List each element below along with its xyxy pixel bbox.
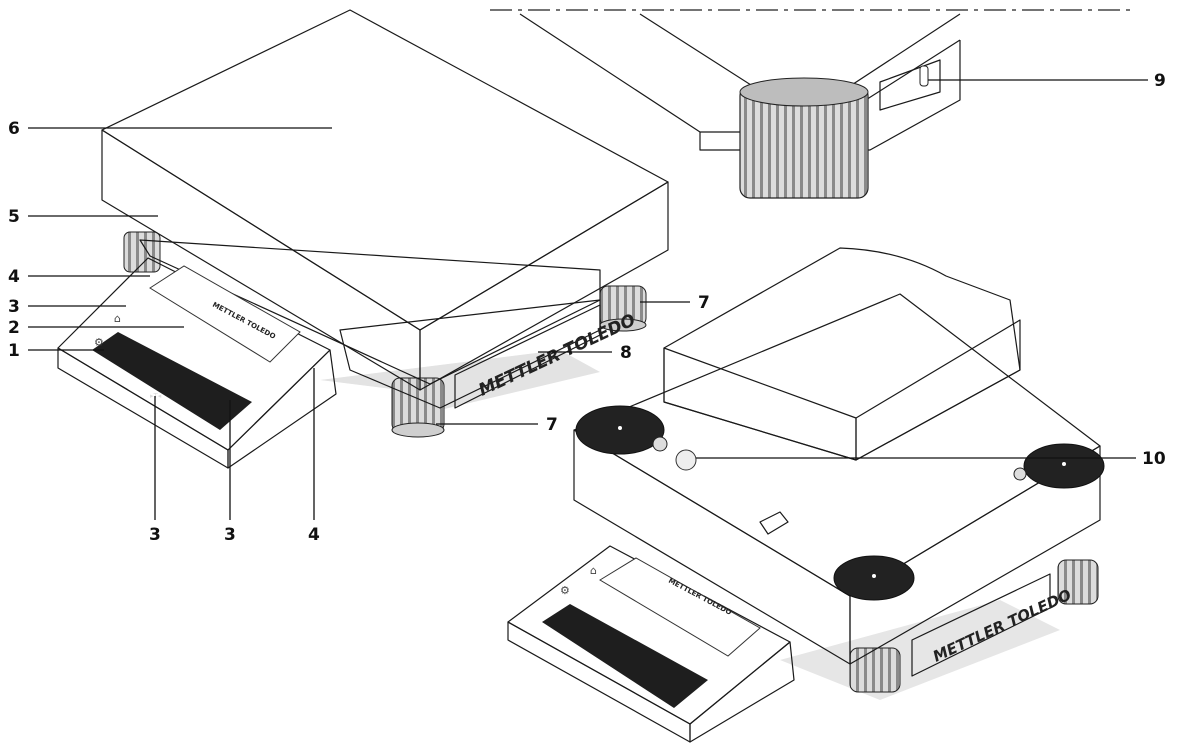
pan-support-front <box>833 555 915 601</box>
pan-support-left <box>575 405 668 455</box>
callout-4-left: 4 <box>8 267 20 287</box>
nameplate <box>454 304 601 409</box>
settings-icon-right: ⚙ <box>560 584 570 597</box>
leader-lines <box>28 79 1148 520</box>
callout-6: 6 <box>8 119 20 139</box>
touchscreen-left <box>149 265 301 363</box>
callout-7-upper: 7 <box>698 293 710 313</box>
control-strip-left <box>92 332 252 430</box>
home-icon-right: ⌂ <box>590 564 597 577</box>
terminal-right: METTLER TOLEDO ⚙ ⌂ <box>507 545 795 743</box>
leveling-foot-right-front <box>849 647 901 693</box>
nameplate-right <box>911 573 1051 677</box>
callout-9: 9 <box>1154 71 1166 91</box>
detail-view-rear-foot <box>490 9 1130 199</box>
control-strip-right <box>542 604 708 708</box>
nameplate-logo-text: METTLER TOLEDO <box>476 310 639 400</box>
balance-right: METTLER TOLEDO METTLER TOLED <box>507 247 1105 743</box>
callout-1: 1 <box>8 341 20 361</box>
callout-5: 5 <box>8 207 20 227</box>
balance-left: METTLER TOLEDO ▸T◂ METTLER TOLEDO ⌂ ⚙ <box>57 9 669 469</box>
home-icon-left: ⌂ <box>114 312 121 325</box>
leveling-foot-right <box>599 285 647 332</box>
touchscreen-right <box>599 557 761 657</box>
level-indicator-slot <box>919 65 929 87</box>
pan-support-right <box>1013 443 1105 489</box>
level-indicator <box>675 449 697 471</box>
callout-2: 2 <box>8 318 20 338</box>
leveling-foot-rear-left <box>123 231 161 273</box>
callout-3-left: 3 <box>8 297 20 317</box>
callout-10: 10 <box>1142 449 1166 469</box>
leveling-foot-front <box>391 377 445 438</box>
tare-icon-left: ▸T◂ <box>150 392 162 400</box>
callout-8: 8 <box>620 343 632 363</box>
callout-7-lower: 7 <box>546 415 558 435</box>
leveling-foot-right-side <box>1057 559 1099 605</box>
settings-icon-left: ⚙ <box>94 336 104 349</box>
callout-labels: 1 2 3 4 5 6 3 3 4 7 8 7 9 10 <box>8 71 1166 545</box>
callout-3-bottom-b: 3 <box>224 525 236 545</box>
weigh-below-hook <box>759 511 789 535</box>
callout-3-bottom-a: 3 <box>149 525 161 545</box>
weighing-pan <box>101 9 669 391</box>
callout-4-bottom: 4 <box>308 525 320 545</box>
terminal-left: ▸T◂ METTLER TOLEDO ⌂ ⚙ <box>57 257 337 469</box>
